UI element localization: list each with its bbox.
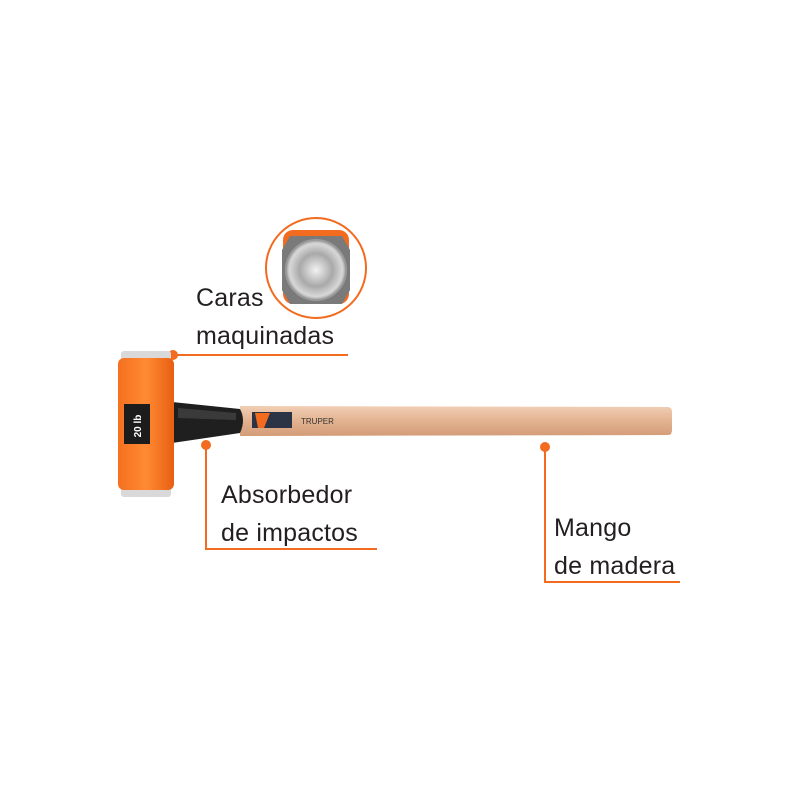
callout-text-line1: Caras bbox=[196, 284, 264, 312]
impact-absorber-grip bbox=[172, 402, 243, 443]
hammer-head: 20 lb bbox=[118, 351, 174, 497]
callout-text-line1: Mango bbox=[554, 514, 632, 542]
callout-text-line2: maquinadas bbox=[196, 322, 335, 350]
machined-face-detail bbox=[265, 217, 367, 319]
callout-machined-faces: Caras maquinadas bbox=[196, 279, 334, 355]
callout-text-line2: de madera bbox=[554, 552, 676, 580]
weight-label: 20 lb bbox=[133, 415, 144, 438]
callout-wooden-handle: Mango de madera bbox=[554, 509, 675, 585]
wooden-handle: TRUPER bbox=[240, 406, 672, 436]
callout-text-line1: Absorbedor bbox=[221, 481, 353, 509]
callout-line-handle bbox=[540, 442, 680, 583]
callout-line-absorber bbox=[201, 440, 377, 550]
callout-text-line2: de impactos bbox=[221, 519, 358, 547]
brand-label: TRUPER bbox=[301, 417, 334, 426]
callout-impact-absorber: Absorbedor de impactos bbox=[221, 476, 358, 552]
